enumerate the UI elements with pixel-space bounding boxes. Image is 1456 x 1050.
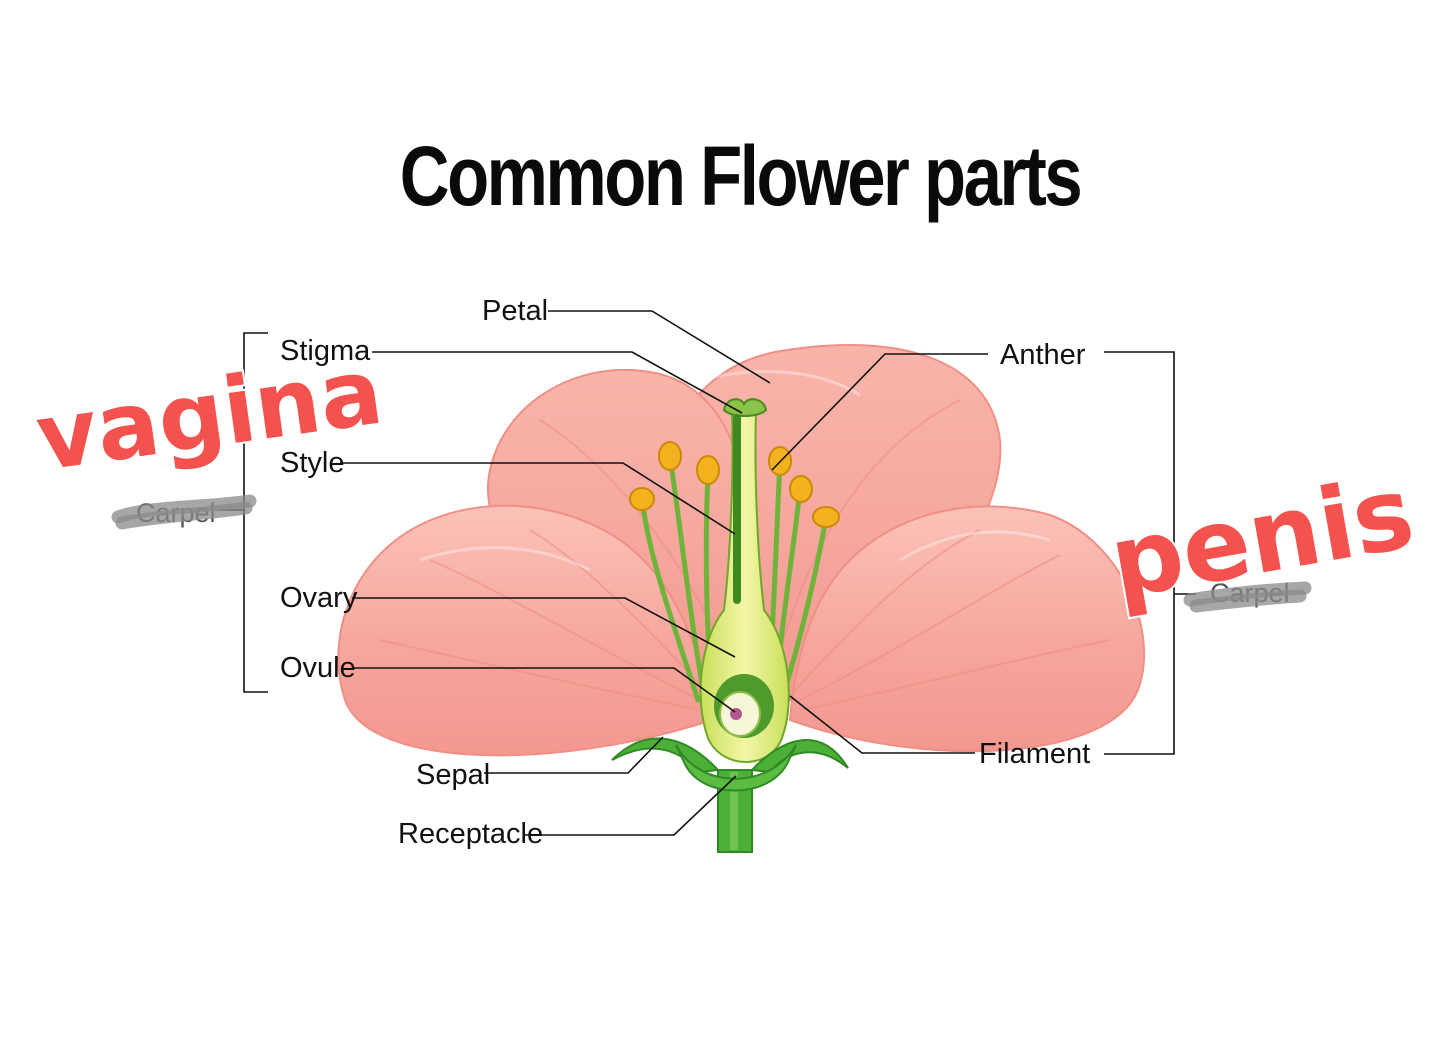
label-petal: Petal <box>482 295 548 327</box>
diagram-title: Common Flower parts <box>399 129 1083 223</box>
group-label-right: Carpel <box>1183 578 1312 613</box>
label-stigma: Stigma <box>280 335 371 367</box>
pistil <box>699 409 790 763</box>
leader-lines <box>218 310 1196 836</box>
flower-illustration <box>337 344 1146 853</box>
label-ovary: Ovary <box>280 582 358 614</box>
annotation-right: penis <box>1102 454 1422 622</box>
group-label-left: Carpel <box>111 494 257 530</box>
label-receptacle: Receptacle <box>398 818 543 850</box>
label-filament: Filament <box>979 738 1090 770</box>
label-style: Style <box>280 447 344 479</box>
stigma <box>722 398 768 417</box>
label-anther: Anther <box>1000 339 1086 371</box>
right-petal <box>788 505 1146 753</box>
anthers <box>629 441 840 528</box>
part-labels: Petal Stigma Style Ovary Ovule Sepal Rec… <box>280 295 1090 850</box>
receptacle <box>675 744 797 792</box>
sepal-left <box>611 737 721 774</box>
label-ovule: Ovule <box>280 652 356 684</box>
label-sepal: Sepal <box>416 759 490 791</box>
